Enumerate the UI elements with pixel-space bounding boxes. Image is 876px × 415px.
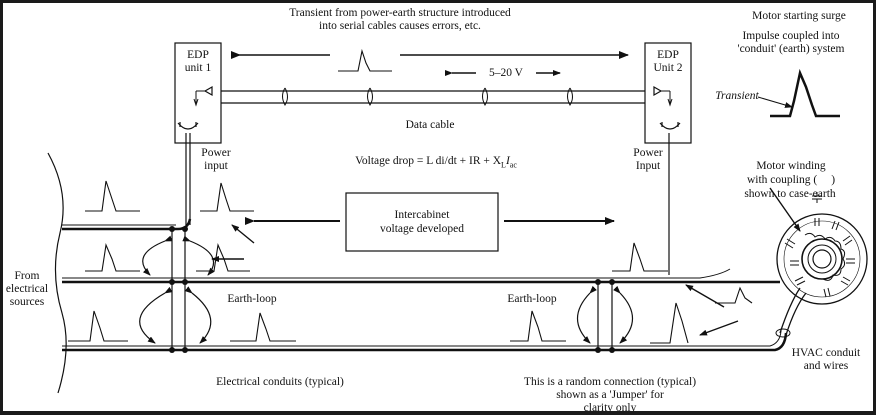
motor-surge-graph xyxy=(757,68,840,118)
voltage-range-label: 5–20 V xyxy=(489,67,523,79)
earth-loop-left-label: Earth-loop xyxy=(227,293,277,305)
power-input-1-line-2: input xyxy=(204,160,228,172)
earth-loops xyxy=(139,235,634,344)
transient-pulses xyxy=(68,48,753,344)
from-sources-line-1: From xyxy=(14,270,40,282)
hvac-line-1: HVAC conduit xyxy=(791,347,861,359)
connector-1 xyxy=(203,85,213,97)
data-cable-label: Data cable xyxy=(405,119,455,131)
motor-winding-line-2: with coupling () xyxy=(746,174,836,186)
motor-winding-line-1: Motor winding xyxy=(756,160,826,172)
hvac-conduit xyxy=(779,287,807,336)
frame-left xyxy=(0,3,3,411)
from-sources-line-2: electrical xyxy=(5,283,49,295)
impulse-line-2: 'conduit' (earth) system xyxy=(737,43,845,55)
intercabinet-line-1: Intercabinet xyxy=(394,209,450,221)
frame-right xyxy=(873,3,876,411)
power-cord-1 xyxy=(185,133,191,225)
jumper-line-1: This is a random connection (typical) xyxy=(523,376,697,388)
capacitor-symbol xyxy=(812,192,822,203)
impulse-line-1: Impulse coupled into xyxy=(742,30,840,42)
transient-label: Transient xyxy=(715,90,759,102)
edp-1-title: EDP xyxy=(187,49,209,61)
diagram-canvas xyxy=(47,42,868,394)
edp-unit-1-box xyxy=(174,42,222,144)
hvac-line-2: and wires xyxy=(803,360,849,372)
edp-1-subtitle: unit 1 xyxy=(184,62,212,74)
connector-2 xyxy=(653,85,663,97)
edp-2-subtitle: Unit 2 xyxy=(653,62,683,74)
voltage-drop-formula: Voltage drop = L di/dt + IR + XLIac xyxy=(355,155,517,170)
edp-2-title: EDP xyxy=(657,49,679,61)
electrical-conduits-label: Electrical conduits (typical) xyxy=(216,376,344,388)
power-input-2-line-2: Input xyxy=(635,160,661,172)
motor-winding-line-3: shown to case-earth xyxy=(744,188,836,200)
power-input-2-line-1: Power xyxy=(633,147,663,159)
motor-winding xyxy=(776,213,868,305)
transient-intro-line-1: Transient from power-earth structure int… xyxy=(289,7,511,19)
earth-loop-right-label: Earth-loop xyxy=(507,293,557,305)
edp-unit-2-box xyxy=(644,42,692,144)
motor-surge-label: Motor starting surge xyxy=(752,10,846,22)
power-input-1-line-1: Power xyxy=(201,147,231,159)
intercabinet-line-2: voltage developed xyxy=(380,223,464,235)
intercabinet-box xyxy=(345,192,499,252)
jumper-line-2: shown as a 'Jumper' for xyxy=(556,389,664,401)
power-socket-2 xyxy=(659,122,681,130)
power-socket-1 xyxy=(177,122,199,130)
transient-intro-line-2: into serial cables causes errors, etc. xyxy=(319,20,481,32)
sources-boundary xyxy=(47,152,67,394)
from-sources-line-3: sources xyxy=(9,296,45,308)
cable-ties xyxy=(282,87,573,106)
jumper-line-3: clarity only xyxy=(583,402,637,414)
conduit-bottom xyxy=(62,332,788,352)
arrows xyxy=(211,51,801,336)
